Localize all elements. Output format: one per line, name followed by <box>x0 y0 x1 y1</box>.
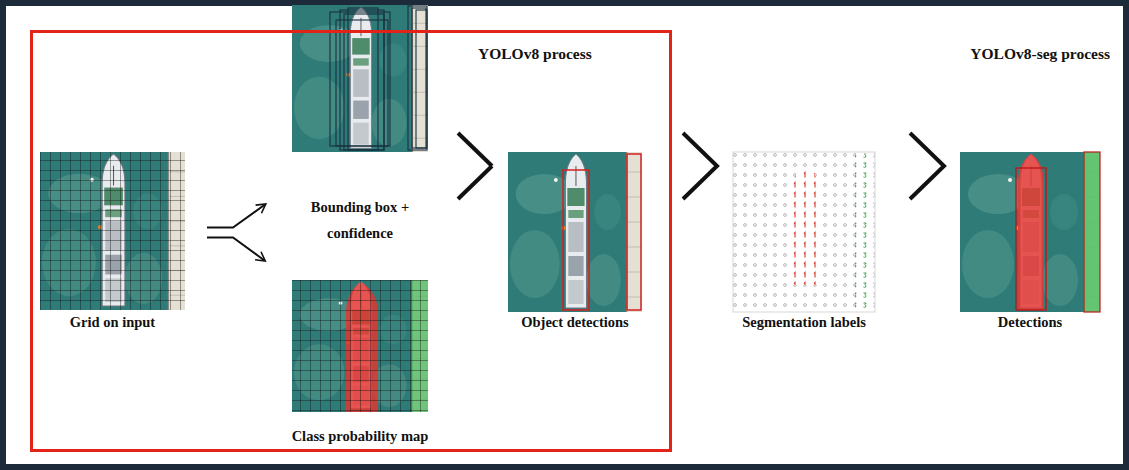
image-caption: Grid on input <box>70 313 155 331</box>
chevron-arrow <box>458 133 492 166</box>
bounding-box-image <box>336 20 388 146</box>
object-detection-image <box>508 152 642 312</box>
image-caption: Bounding box + confidence <box>292 194 428 246</box>
split-arrow <box>207 205 265 228</box>
group-title: YOLOv8 process <box>478 45 592 63</box>
segmentation-label-image <box>733 152 875 312</box>
object-detection-image <box>627 154 641 310</box>
detection-result-image <box>960 152 1100 312</box>
image-caption: Detections <box>998 313 1062 331</box>
segmentation-label-image <box>790 168 822 285</box>
bounding-box-image <box>292 5 428 152</box>
image-panel: Segmentation labels <box>733 152 875 331</box>
detection-result-image <box>1084 152 1100 312</box>
class-probability-image <box>292 280 428 412</box>
stage-title: YOLOv8-seg process <box>970 45 1110 63</box>
image-caption: Object detections <box>521 313 629 331</box>
segmentation-label-image <box>855 154 874 310</box>
bounding-box-image <box>408 6 427 150</box>
bounding-box-image <box>330 6 427 150</box>
chevron-arrow <box>683 133 717 199</box>
object-detection-image <box>563 170 589 310</box>
image-panel: Bounding box + confidence <box>289 5 431 246</box>
class-probability-image <box>292 280 428 412</box>
grid-input-image <box>40 152 185 310</box>
detection-result-image <box>960 152 1100 312</box>
image-caption: Class probability map <box>292 427 429 445</box>
image-panel: Grid on input <box>40 152 185 331</box>
detection-result-image <box>1084 152 1100 312</box>
bounding-box-image <box>292 5 428 152</box>
grid-input-image <box>40 152 185 310</box>
chevron-arrow <box>458 166 492 199</box>
bounding-box-image <box>412 8 426 148</box>
grid-input-image <box>40 152 185 310</box>
detection-result-image <box>1016 168 1046 310</box>
process-group: YOLOv8 processGrid on input Bounding box … <box>30 30 672 452</box>
class-probability-image <box>292 280 428 412</box>
detection-result-image <box>1018 154 1044 310</box>
image-panel: Class probability map <box>289 280 432 445</box>
segmentation-label-image <box>733 152 875 312</box>
chevron-arrow <box>910 133 944 199</box>
outer-frame <box>3 3 1126 467</box>
split-arrow <box>207 238 265 261</box>
image-panel: Object detections <box>508 152 642 331</box>
object-detection-image <box>508 152 642 312</box>
image-panel: Detections <box>960 152 1100 331</box>
image-caption: Segmentation labels <box>742 313 866 331</box>
